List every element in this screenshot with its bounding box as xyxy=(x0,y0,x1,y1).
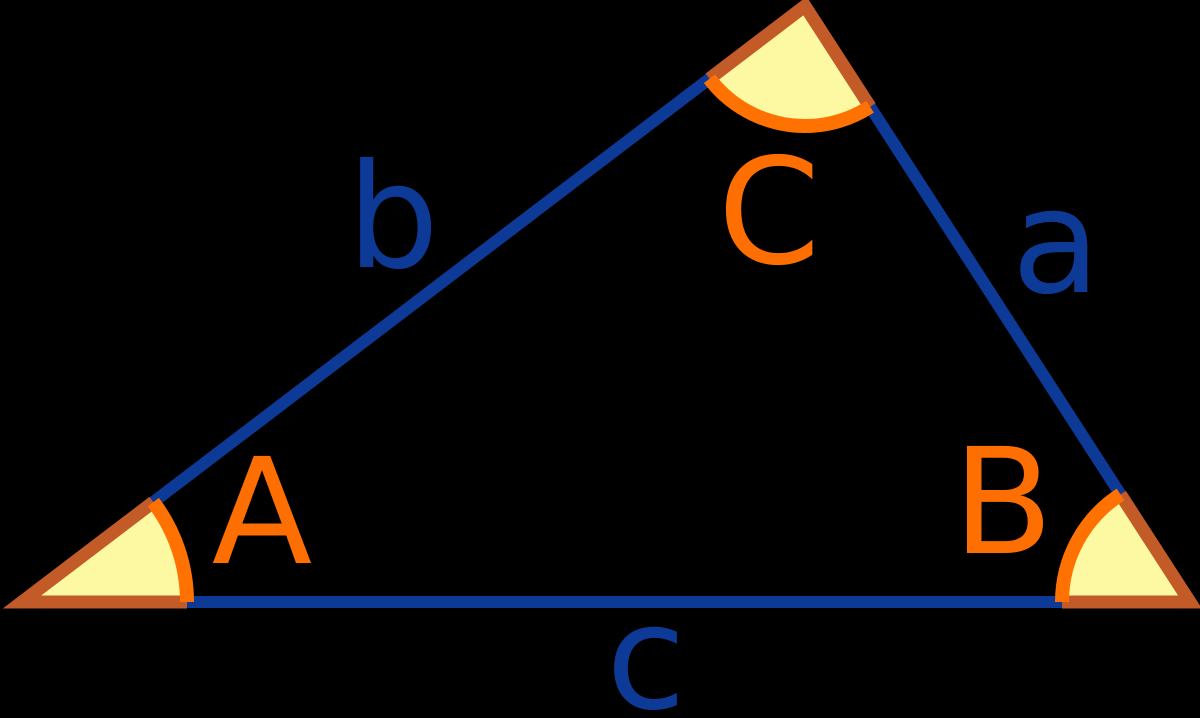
angle-c-wedge-arc xyxy=(703,74,874,133)
angle-a-wedge-arc xyxy=(147,497,194,603)
side-a-label: a xyxy=(1012,158,1101,327)
angle-a-wedge xyxy=(2,496,194,609)
triangle-side-lines xyxy=(4,0,1200,608)
angle-c-label: C xyxy=(718,127,821,298)
angle-a-wedge-edges xyxy=(2,496,187,609)
angle-b-wedge-edges xyxy=(1062,490,1200,609)
angle-b-label: B xyxy=(953,417,1054,588)
angle-c-wedge xyxy=(703,0,876,133)
angle-c-wedge-edges xyxy=(705,0,876,111)
angle-b-wedge xyxy=(1055,488,1200,609)
side-b-label: b xyxy=(347,133,439,302)
angle-b-wedge-arc xyxy=(1055,488,1125,603)
angle-a-label: A xyxy=(212,427,313,598)
angle-c-wedge-fill xyxy=(709,6,871,127)
side-c-label: c xyxy=(606,574,686,718)
